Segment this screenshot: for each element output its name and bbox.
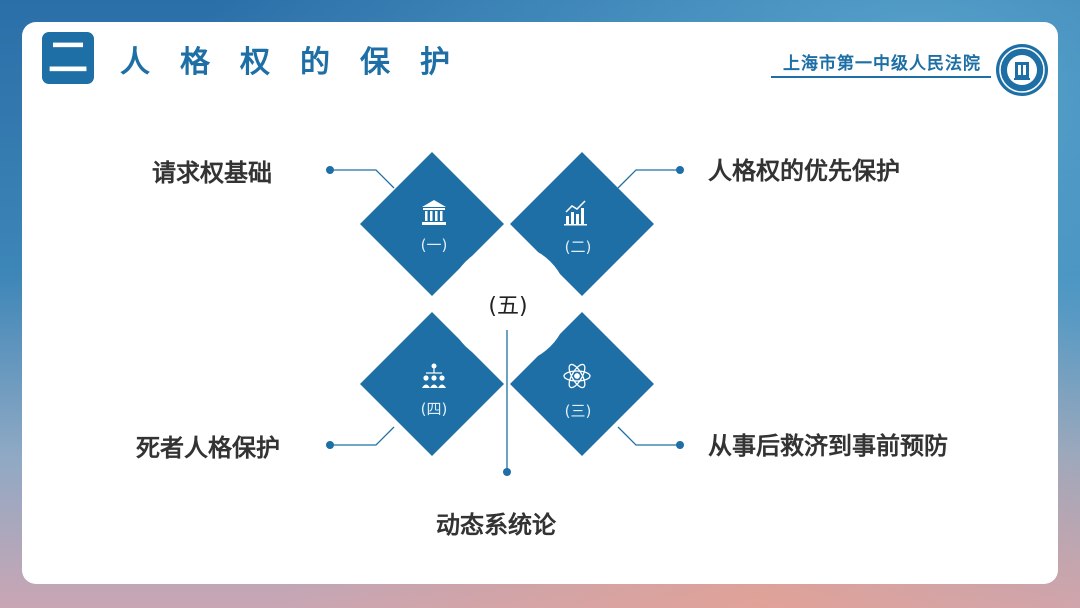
connector-line-3 (617, 426, 680, 446)
topic-label-5: 动态系统论 (436, 511, 556, 539)
connector-dot-3 (676, 441, 684, 449)
section-title: 人格权的保护 (120, 45, 480, 80)
section-number-badge: 二 (42, 32, 94, 84)
diamond-2-number: (二) (564, 238, 592, 256)
court-name-underline (771, 76, 991, 78)
bank-building-icon (422, 200, 446, 225)
section-number: 二 (48, 35, 88, 81)
people-network-icon (422, 363, 446, 388)
connector-line-2 (617, 169, 680, 189)
diamond-1-number: (一) (420, 236, 448, 254)
center-number: (五) (488, 294, 528, 319)
court-emblem-icon (996, 44, 1048, 96)
connector-dot-1 (326, 166, 334, 174)
diamond-3-number: (三) (564, 402, 592, 420)
connector-dot-5 (503, 468, 511, 476)
topic-label-4: 死者人格保护 (136, 434, 280, 462)
center-circle (448, 244, 568, 364)
connector-line-1 (330, 169, 395, 189)
connector-line-4 (330, 426, 395, 446)
diamond-4-number: (四) (420, 400, 448, 418)
connector-dot-4 (326, 441, 334, 449)
connector-dot-2 (676, 166, 684, 174)
court-name: 上海市第一中级人民法院 (783, 54, 981, 74)
atom-icon (563, 363, 591, 389)
topic-label-3: 从事后救济到事前预防 (708, 432, 948, 460)
bar-chart-icon (564, 200, 587, 226)
topic-label-2: 人格权的优先保护 (708, 157, 900, 185)
topic-label-1: 请求权基础 (152, 159, 272, 187)
